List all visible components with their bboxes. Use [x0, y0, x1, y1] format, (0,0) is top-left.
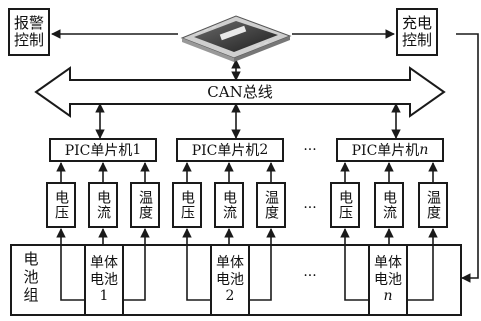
battery-cell-2-line2: 电池 [216, 272, 244, 289]
battery-pack-label: 电 池 组 [18, 250, 44, 304]
ellipsis-sensors: ··· [298, 200, 322, 216]
current-sensor-2: 电流 [214, 182, 244, 228]
battery-cell-1-index: 1 [100, 288, 109, 305]
battery-cell-1-line2: 电池 [90, 272, 118, 289]
battery-cell-1: 单体 电池 1 [84, 244, 124, 316]
battery-cell-2-line1: 单体 [216, 255, 244, 272]
charge-control-line1: 充电 [402, 15, 432, 32]
battery-pack-line2: 池 [18, 268, 44, 286]
pic-mcu-n-index: n [419, 142, 428, 158]
voltage-sensor-2: 电压 [172, 182, 202, 228]
alarm-control-box: 报警 控制 [8, 8, 50, 56]
battery-cell-1-line1: 单体 [90, 255, 118, 272]
pic-mcu-1-label: PIC单片机 [65, 140, 133, 160]
voltage-sensor-1: 电压 [46, 182, 76, 228]
voltage-sensor-n: 电压 [330, 182, 360, 228]
temperature-sensor-n: 温度 [418, 182, 448, 228]
alarm-control-line2: 控制 [14, 32, 44, 49]
current-sensor-1: 电流 [88, 182, 118, 228]
battery-pack-line3: 组 [18, 286, 44, 304]
battery-cell-n-line1: 单体 [374, 255, 402, 272]
battery-cell-2: 单体 电池 2 [210, 244, 250, 316]
temperature-sensor-1: 温度 [130, 182, 160, 228]
battery-pack-line1: 电 [18, 250, 44, 268]
pic-mcu-2-label: PIC单片机 [192, 140, 260, 160]
current-sensor-n: 电流 [374, 182, 404, 228]
battery-cell-n: 单体 电池 n [368, 244, 408, 316]
battery-cell-n-index: n [383, 288, 392, 305]
link-charge-to-pack [456, 34, 478, 278]
ellipsis-pic: ··· [298, 142, 322, 158]
alarm-control-line1: 报警 [14, 15, 44, 32]
pic-mcu-2-index: 2 [259, 142, 268, 158]
charge-control-box: 充电 控制 [396, 8, 438, 56]
charge-control-line2: 控制 [402, 32, 432, 49]
temperature-sensor-2: 温度 [256, 182, 286, 228]
pic-mcu-n-label: PIC单片机 [352, 140, 420, 160]
battery-cell-n-line2: 电池 [374, 272, 402, 289]
pic-mcu-1-index: 1 [132, 142, 141, 158]
controller-chip-image [176, 10, 294, 62]
can-bus-label: CAN总线 [190, 84, 290, 101]
battery-cell-2-index: 2 [226, 288, 235, 305]
